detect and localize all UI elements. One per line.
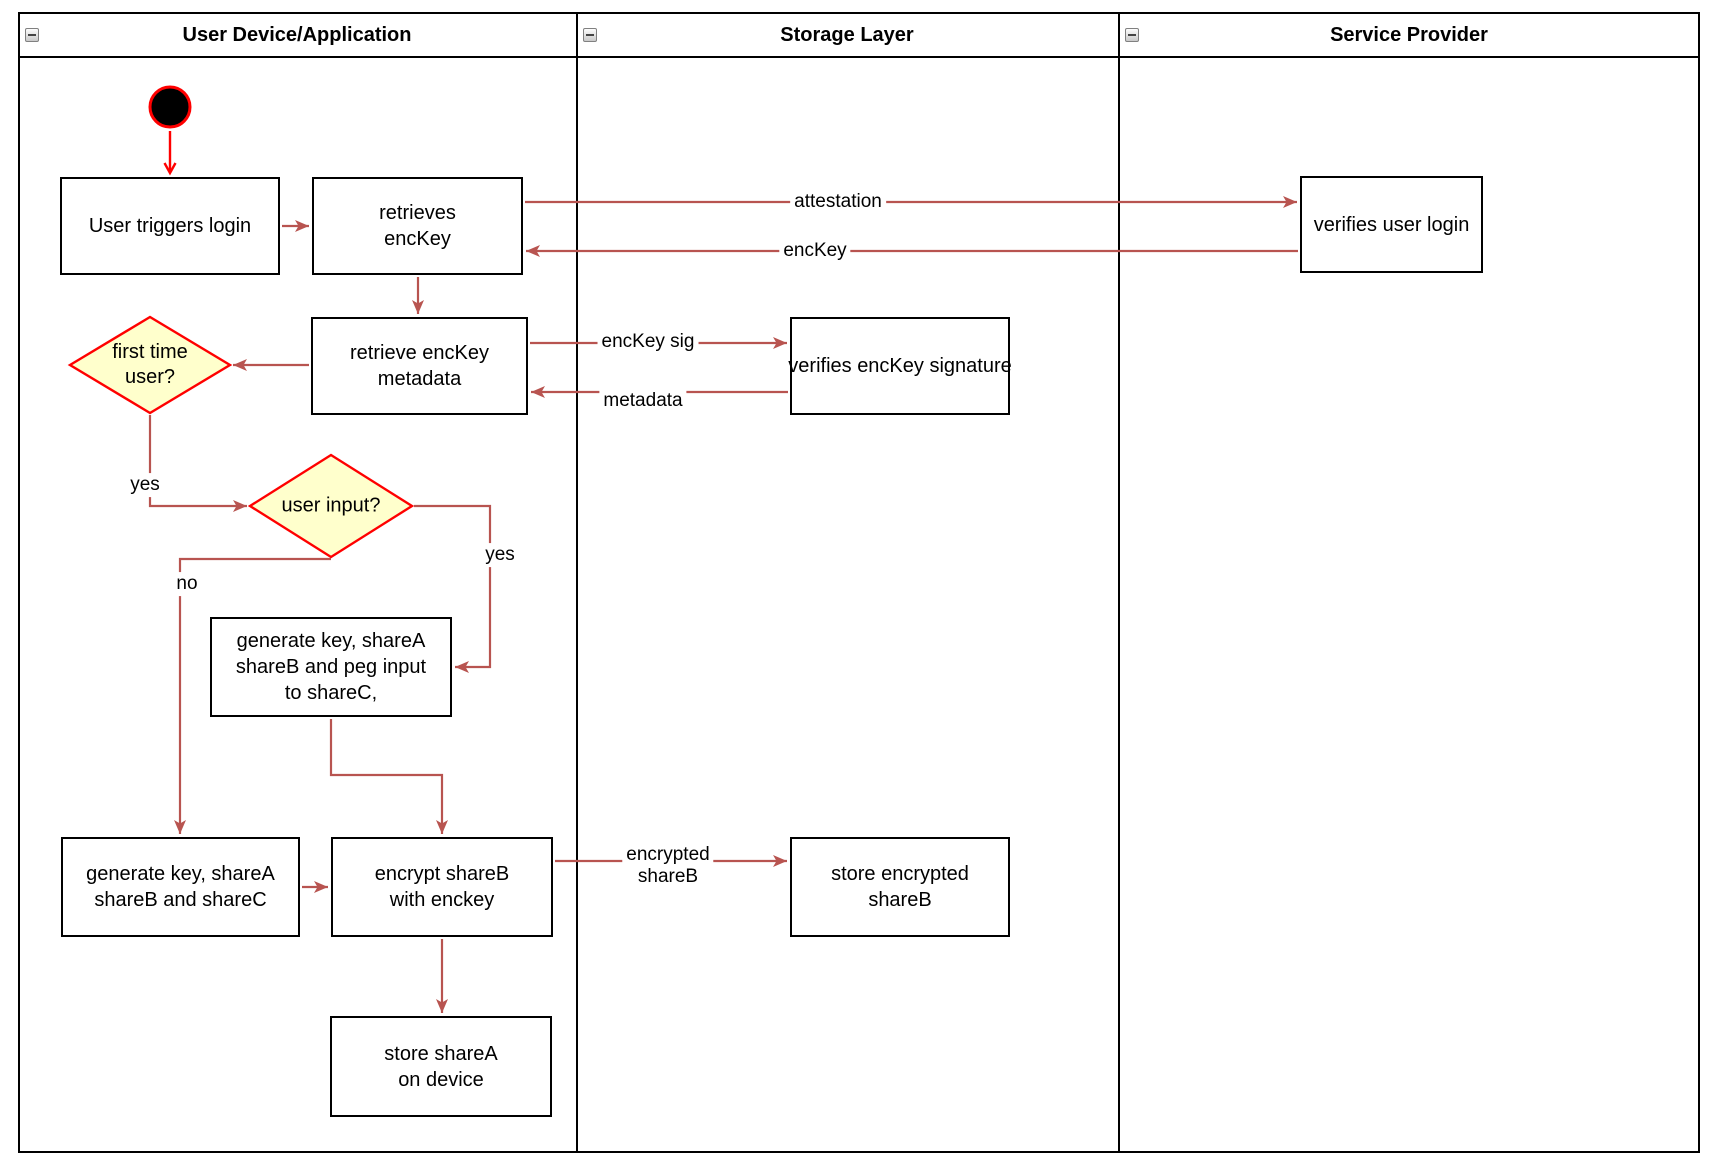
node-label-line: user input? <box>281 494 381 517</box>
edge-label-enckey[interactable]: encKey <box>779 239 851 263</box>
node-label-line: verifies encKey signature <box>788 355 1012 377</box>
edge-label-yes-first-time[interactable]: yes <box>126 473 164 497</box>
step-encrypt-shareb[interactable]: encrypt shareB with enckey <box>331 837 553 937</box>
edge-label-line: shareB <box>637 866 699 887</box>
decision-label-first-time: first time user? <box>112 340 188 390</box>
lane-title: Storage Layer <box>780 23 914 46</box>
node-label-line: generate key, shareA <box>86 863 275 885</box>
node-label-line: encKey <box>384 228 451 250</box>
step-user-triggers-login[interactable]: User triggers login <box>60 177 280 275</box>
node-label-line: retrieve encKey <box>350 342 489 364</box>
collapse-icon[interactable] <box>25 28 39 42</box>
node-label-line: verifies user login <box>1313 213 1470 236</box>
lane-header-divider <box>18 56 1700 58</box>
lane-title: Service Provider <box>1330 23 1488 46</box>
node-label-line: metadata <box>377 368 462 390</box>
step-retrieve-enckey-metadata[interactable]: retrieve encKey metadata <box>311 317 528 415</box>
node-label-line: first time <box>112 341 188 363</box>
edge-user-input-yes[interactable] <box>414 504 492 673</box>
node-label-line: shareB and shareC <box>94 889 267 911</box>
node-label-line: User triggers login <box>88 215 252 237</box>
decision-first-time-user[interactable] <box>67 315 233 415</box>
node-label-line: generate key, shareA <box>236 630 426 652</box>
lane-header-storage-layer[interactable]: Storage Layer <box>576 12 1118 58</box>
edge-label-line: encrypted <box>626 844 710 866</box>
node-label-line: shareB and peg input <box>235 656 427 678</box>
step-store-sharea-on-device[interactable]: store shareA on device <box>330 1016 552 1117</box>
node-label-line: with enckey <box>389 889 495 911</box>
node-label-line: to shareC, <box>284 682 378 704</box>
edge-label-attestation[interactable]: attestation <box>790 190 886 214</box>
node-label-line: store shareA <box>384 1042 498 1065</box>
edge-label-enckey-sig[interactable]: encKey sig <box>597 330 699 354</box>
edge-label-metadata[interactable]: metadata <box>599 389 687 413</box>
node-label-line: retrieves <box>379 202 456 224</box>
decision-label-user-input: user input? <box>282 494 381 519</box>
edge-first-time-yes[interactable] <box>148 415 247 512</box>
collapse-icon[interactable] <box>583 28 597 42</box>
lane-header-user-device[interactable]: User Device/Application <box>18 12 576 58</box>
node-label-line: user? <box>124 366 176 388</box>
edge-user-input-no[interactable] <box>174 557 331 834</box>
edge-peg-to-encrypt[interactable] <box>329 719 448 834</box>
edge-label-yes-user-input[interactable]: yes <box>481 543 519 567</box>
decision-user-input[interactable] <box>247 453 415 559</box>
node-label-line: store encrypted <box>831 863 969 885</box>
edge-label-encrypted-shareb[interactable]: encrypted shareB <box>622 843 714 889</box>
lane-header-service-provider[interactable]: Service Provider <box>1118 12 1700 58</box>
node-label-line: shareB <box>868 889 932 911</box>
step-retrieves-enckey[interactable]: retrieves encKey <box>312 177 523 275</box>
step-generate-key-peg-input[interactable]: generate key, shareA shareB and peg inpu… <box>210 617 452 717</box>
step-store-encrypted-shareb[interactable]: store encrypted shareB <box>790 837 1010 937</box>
step-verifies-user-login[interactable]: verifies user login <box>1300 176 1483 273</box>
step-generate-key-shares[interactable]: generate key, shareA shareB and shareC <box>61 837 300 937</box>
collapse-icon[interactable] <box>1125 28 1139 42</box>
lane-title: User Device/Application <box>182 23 412 46</box>
lane-separator-1 <box>576 12 578 1153</box>
node-label-line: on device <box>398 1068 484 1091</box>
edge-label-no-user-input[interactable]: no <box>172 572 202 596</box>
start-node[interactable] <box>148 85 192 129</box>
node-label-line: encrypt shareB <box>374 863 510 885</box>
lane-separator-2 <box>1118 12 1120 1153</box>
step-verifies-enckey-signature[interactable]: verifies encKey signature <box>788 317 1012 415</box>
